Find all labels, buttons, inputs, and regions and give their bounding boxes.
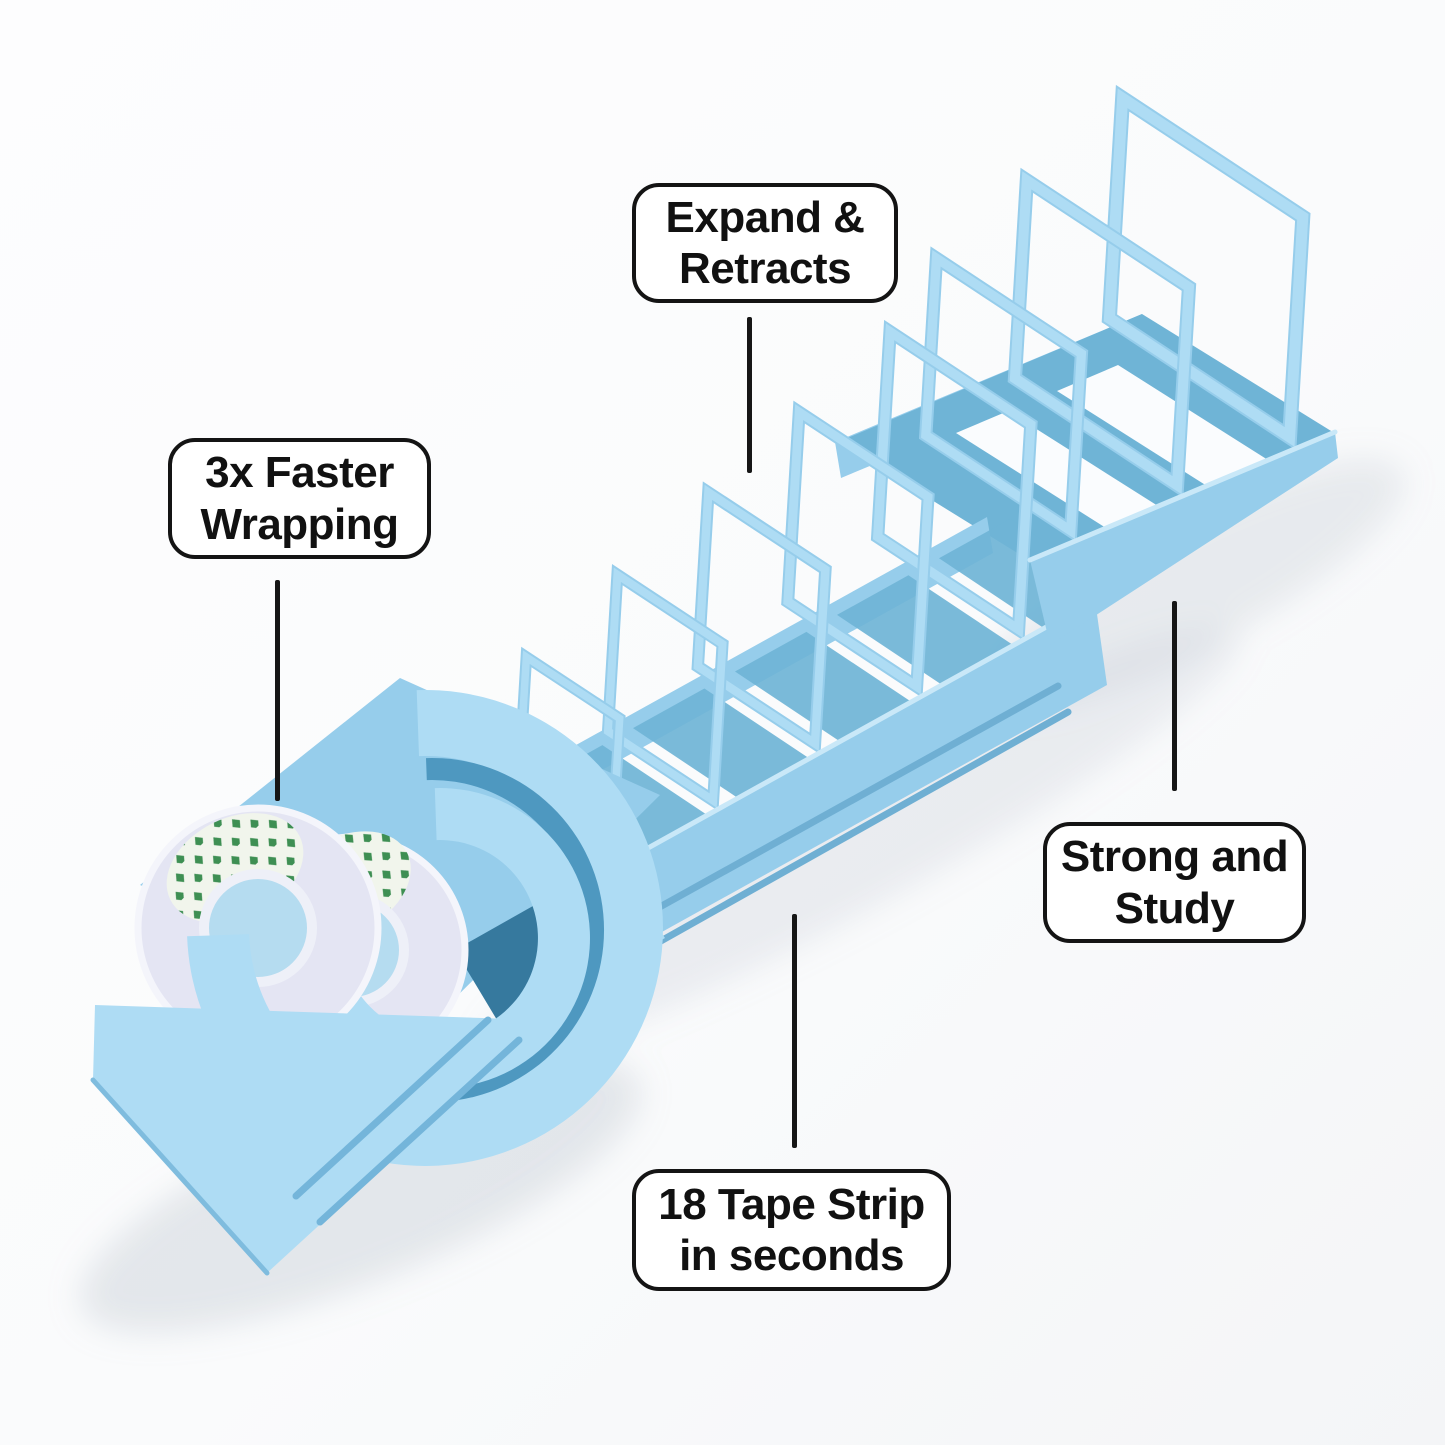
callout-tape-strips: 18 Tape Strip in seconds bbox=[632, 1169, 951, 1291]
callout-faster-wrapping-line1: 3x Faster bbox=[205, 448, 394, 498]
callout-tape-strips-line2: in seconds bbox=[679, 1231, 904, 1280]
callout-faster-wrapping-line2: Wrapping bbox=[200, 499, 399, 549]
leader-line-expand-retracts bbox=[747, 317, 752, 473]
leader-line-faster-wrapping bbox=[275, 580, 280, 801]
callout-tape-strips-line1: 18 Tape Strip bbox=[658, 1179, 925, 1229]
callout-strong-sturdy-line1: Strong and bbox=[1060, 832, 1289, 882]
callout-strong-sturdy-line2: Study bbox=[1114, 883, 1235, 933]
callout-expand-retracts-line1: Expand & bbox=[665, 192, 865, 242]
callout-expand-retracts-line2: Retracts bbox=[678, 244, 852, 293]
callout-faster-wrapping: 3x Faster Wrapping bbox=[168, 438, 431, 559]
callout-expand-retracts: Expand & Retracts bbox=[632, 183, 898, 303]
callout-strong-sturdy: Strong and Study bbox=[1043, 822, 1306, 943]
product-illustration bbox=[80, 84, 1404, 1333]
leader-line-tape-strips bbox=[792, 914, 797, 1148]
leader-line-strong-sturdy bbox=[1172, 601, 1177, 791]
